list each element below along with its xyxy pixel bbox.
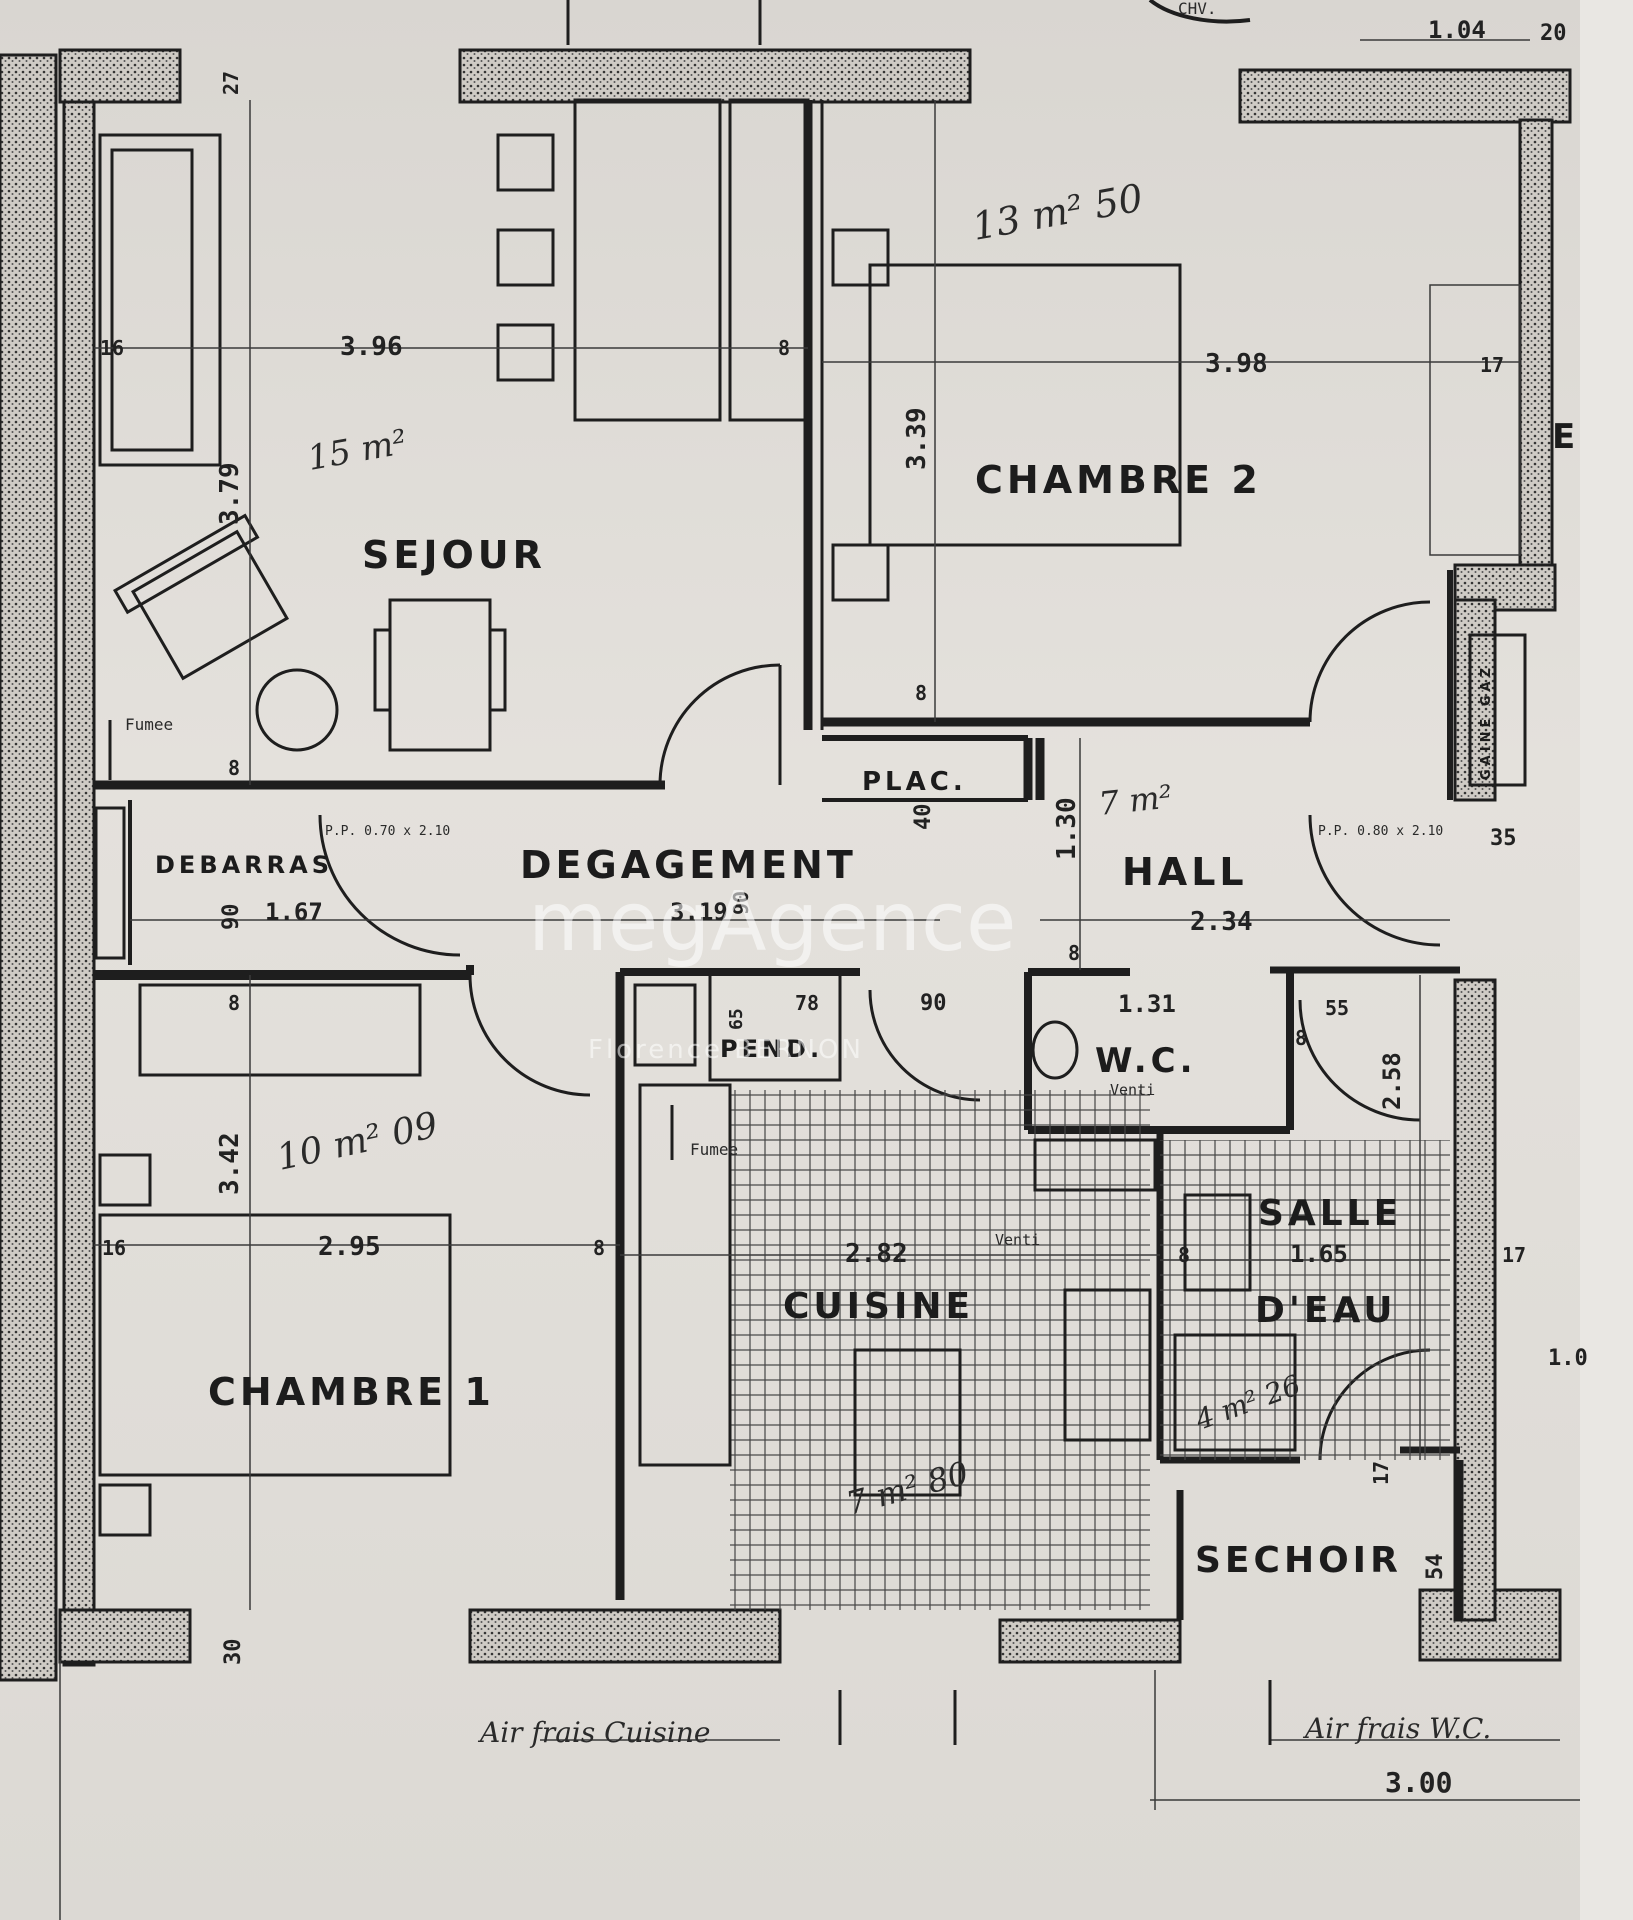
dim-chambre1-h: 3.42 [215, 1132, 245, 1195]
note-fumee-cuisine: Fumee [690, 1140, 738, 1159]
dim-8g: 8 [1068, 941, 1080, 965]
room-label-debarras: DEBARRAS [155, 851, 333, 879]
salle-eau-tiles [1160, 1140, 1450, 1460]
paper-edge [1580, 0, 1633, 1920]
dim-sejour-w: 3.96 [340, 332, 403, 362]
note-pp-070: P.P. 0.70 x 2.10 [325, 824, 450, 839]
dim-10: 1.0 [1548, 1346, 1588, 1371]
room-label-sechoir: SECHOIR [1195, 1540, 1402, 1581]
room-label-degagement: DEGAGEMENT [520, 843, 857, 887]
note-pp-080: P.P. 0.80 x 2.10 [1318, 824, 1443, 839]
area-hall: 7 m² [1097, 777, 1174, 822]
note-chv: CHV. [1178, 0, 1217, 18]
dim-54: 54 [1423, 1554, 1448, 1581]
dim-chambre1-w: 2.95 [318, 1232, 381, 1262]
room-label-cuisine: CUISINE [783, 1286, 974, 1327]
dim-16a: 16 [100, 336, 124, 360]
dim-8a: 8 [778, 336, 790, 360]
room-label-gaine-gaz: GAINE GAZ [1479, 664, 1494, 780]
dim-deg-len: 3.19 [670, 898, 728, 926]
area-chambre2: 13 m² 50 [969, 176, 1146, 249]
dim-sejour-h: 3.79 [215, 462, 245, 525]
dim-hall-w: 2.34 [1190, 907, 1253, 937]
dim-cuisine-w: 2.82 [845, 1239, 908, 1269]
dim-8b: 8 [228, 756, 240, 780]
watermark-brand: megAgence [528, 875, 1016, 970]
area-chambre1: 10 m² 09 [273, 1105, 441, 1179]
dim-30: 30 [221, 1639, 246, 1666]
dim-8f: 8 [915, 681, 927, 705]
dimension-lines [59, 0, 1580, 1920]
note-fumee-sejour: Fumee [125, 715, 173, 734]
room-labels: SEJOUR CHAMBRE 2 CHAMBRE 1 DEGAGEMENT HA… [155, 417, 1579, 1581]
room-label-deau: D'EAU [1255, 1290, 1396, 1331]
room-label-salle: SALLE [1258, 1193, 1402, 1234]
note-air-wc: Air frais W.C. [1302, 1712, 1491, 1745]
room-label-sejour: SEJOUR [362, 533, 546, 577]
watermark-agent: Florence BERNON [588, 1035, 864, 1065]
dim-17c: 17 [1369, 1461, 1393, 1485]
room-label-chambre1: CHAMBRE 1 [208, 1370, 495, 1414]
dim-16b: 16 [102, 1236, 126, 1260]
dim-55: 55 [1325, 996, 1349, 1020]
note-air-cuisine: Air frais Cuisine [477, 1716, 710, 1749]
dim-debarras-h: 90 [219, 904, 244, 931]
dim-90b: 90 [920, 991, 947, 1016]
dim-8h: 8 [1295, 1026, 1307, 1050]
dim-top-104: 1.04 [1428, 16, 1486, 44]
dim-35: 35 [1490, 826, 1517, 851]
outer-walls [0, 48, 1572, 1682]
dim-bottom-300: 3.00 [1385, 1766, 1452, 1799]
watermark: megAgence Florence BERNON [528, 875, 1016, 1065]
dim-40: 40 [911, 804, 936, 831]
dim-wc-w: 1.31 [1118, 990, 1176, 1018]
room-label-wc: W.C. [1095, 1041, 1197, 1081]
dim-90a: 90 [729, 891, 753, 915]
dim-78: 78 [795, 991, 819, 1015]
notes: Fumee Fumee Venti Venti P.P. 0.70 x 2.10… [125, 0, 1491, 1749]
dim-chambre2-h: 3.39 [902, 407, 932, 470]
dim-27: 27 [219, 71, 243, 95]
dim-17b: 17 [1502, 1243, 1526, 1267]
note-venti-wc: Venti [1110, 1081, 1155, 1099]
dim-debarras-w: 1.67 [265, 898, 323, 926]
dim-chambre2-w: 3.98 [1205, 349, 1268, 379]
dim-salle-w: 1.65 [1290, 1240, 1348, 1268]
note-venti-cuisine: Venti [995, 1231, 1040, 1249]
room-label-hall: HALL [1122, 850, 1248, 894]
dim-salle-h: 2.58 [1378, 1052, 1406, 1110]
dim-17a: 17 [1480, 353, 1504, 377]
room-label-plac: PLAC. [862, 767, 967, 797]
room-label-e: E [1552, 417, 1579, 457]
dim-hall-h: 1.30 [1052, 797, 1082, 860]
dimension-labels: 3.96 3.79 3.98 3.39 2.95 3.42 3.19 1.67 … [100, 16, 1588, 1799]
area-sejour: 15 m² [305, 422, 410, 479]
dim-65: 65 [726, 1008, 747, 1030]
dim-8d: 8 [593, 1236, 605, 1260]
dim-8e: 8 [1178, 1243, 1190, 1267]
dim-top-20: 20 [1540, 21, 1567, 46]
room-label-pend: PEND. [720, 1035, 823, 1063]
room-label-chambre2: CHAMBRE 2 [975, 458, 1262, 502]
dim-8c: 8 [228, 991, 240, 1015]
furniture [94, 98, 1527, 1537]
